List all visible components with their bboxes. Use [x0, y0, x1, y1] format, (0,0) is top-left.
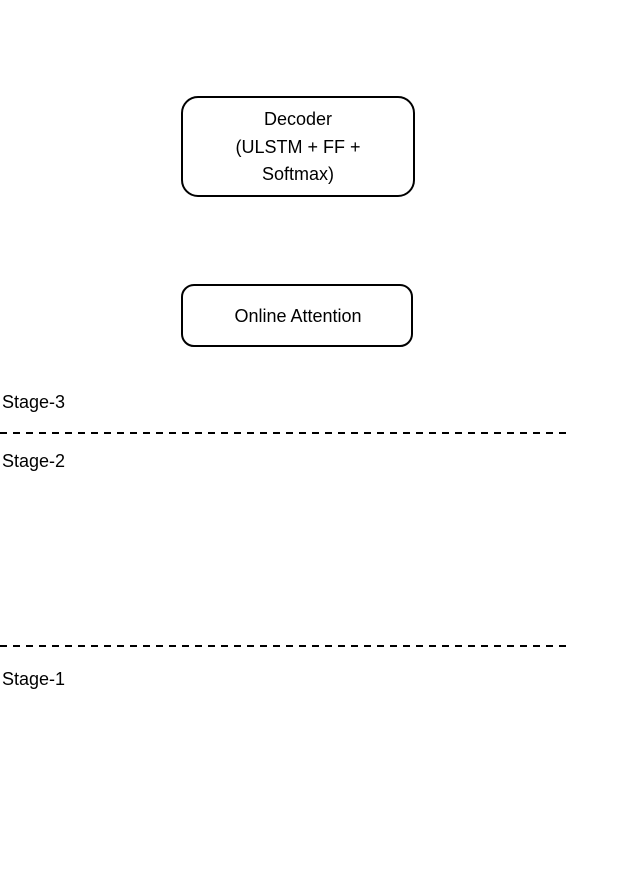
stage-2-label: Stage-2 — [2, 451, 65, 471]
decoder-detail-2: Softmax) — [262, 164, 334, 184]
decoder-block — [181, 96, 415, 197]
stage-3-label: Stage-3 — [2, 392, 65, 412]
decoder-detail-1: (ULSTM + FF + — [235, 137, 360, 157]
online-attention-block — [181, 284, 413, 347]
stage-1-label: Stage-1 — [2, 669, 65, 689]
online-attention-label: Online Attention — [234, 306, 361, 326]
decoder-title: Decoder — [264, 109, 332, 129]
